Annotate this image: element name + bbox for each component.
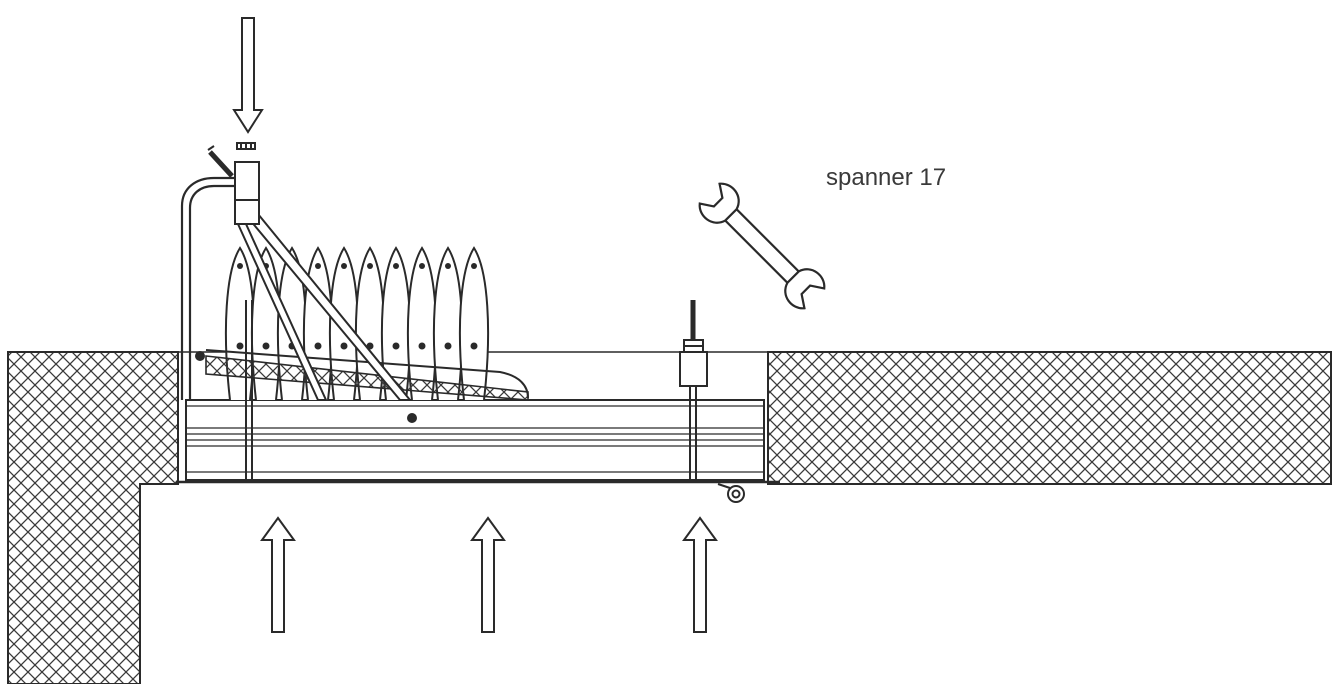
ladder-frame: [176, 399, 780, 503]
ceiling: [7, 351, 1332, 685]
ceiling-left-section: [7, 351, 179, 685]
ladder-section: [432, 246, 464, 401]
spanner-label: spanner 17: [826, 164, 947, 191]
ladder-section: [458, 246, 490, 401]
ladder-section: [406, 246, 438, 401]
bolt-housing: [207, 142, 260, 225]
arrow-up-icon: [682, 516, 718, 633]
frame-screw: [407, 413, 417, 423]
handrail: [180, 176, 236, 400]
spring-rail: [195, 349, 529, 401]
arrow-up-icon: [260, 516, 296, 633]
arrow-up-icon: [470, 516, 506, 633]
wrench-icon: [698, 182, 826, 310]
hatch-hook: [717, 483, 745, 503]
adjustment-bolt: [679, 300, 708, 387]
arrow-down-icon: [232, 17, 264, 134]
ceiling-right-section: [767, 351, 1332, 485]
